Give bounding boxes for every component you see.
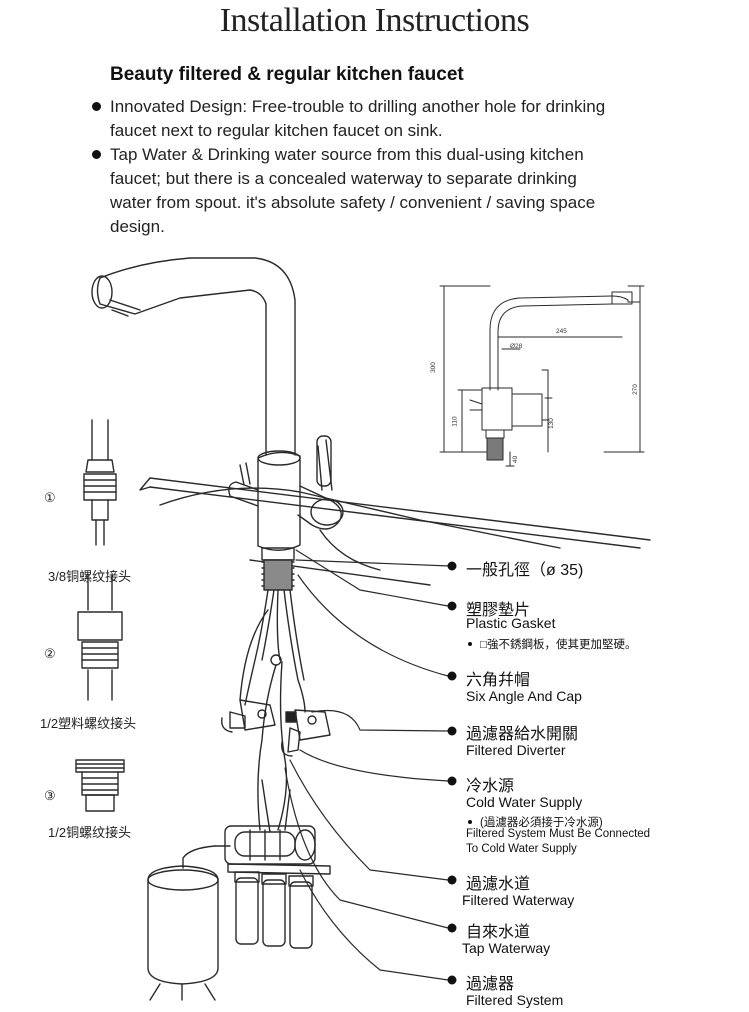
callout-cap-en: Six Angle And Cap xyxy=(466,688,582,704)
callout-filtered-waterway-en: Filtered Waterway xyxy=(462,892,575,908)
bullet-dot-1 xyxy=(92,102,101,111)
dim-40: 40 xyxy=(512,455,520,464)
bullet-2-line-3: water from spout. it's absolute safety /… xyxy=(110,193,596,212)
callout-cold-note-en-1: Filtered System Must Be Connected xyxy=(466,828,651,840)
callout-diverter-zh: 過濾器給水開關 xyxy=(466,726,579,743)
leader-lines xyxy=(284,549,451,981)
dim-270: 270 xyxy=(631,384,639,395)
callout-tap-waterway-en: Tap Waterway xyxy=(462,940,551,956)
fitting-1-number: ① xyxy=(44,490,56,505)
page-title: Installation Instructions xyxy=(219,2,530,39)
callout-gasket-en: Plastic Gasket xyxy=(466,615,556,631)
callout-filtered-waterway-zh: 過濾水道 xyxy=(466,876,531,893)
hoses xyxy=(239,589,306,831)
bullet-1-line-2: faucet next to regular kitchen faucet on… xyxy=(110,121,443,140)
bullet-2-line-2: faucet; but there is a concealed waterwa… xyxy=(110,169,577,188)
fitting-2-number: ② xyxy=(44,646,56,661)
gasket-note-dot xyxy=(468,642,472,646)
cold-note-dot xyxy=(468,820,472,824)
callout-cold-note-zh: (過濾器必須接于冷水源) xyxy=(480,817,603,829)
callout-gasket-zh: 塑膠墊片 xyxy=(466,602,531,619)
dim-110: 110 xyxy=(451,416,459,427)
fitting-1-label: 3/8铜螺纹接头 xyxy=(48,569,132,584)
bullet-1: Innovated Design: Free-trouble to drilli… xyxy=(110,95,630,143)
bullet-1-line-1: Innovated Design: Free-trouble to drilli… xyxy=(110,97,606,116)
dim-130: 130 xyxy=(547,418,555,429)
callout-system-en: Filtered System xyxy=(466,992,564,1008)
callout-cold-zh: 冷水源 xyxy=(466,778,515,795)
callout-dots xyxy=(447,561,457,985)
callout-gasket-note: □強不銹鋼板，使其更加堅硬。 xyxy=(480,639,637,651)
dim-300: 300 xyxy=(429,362,437,373)
fitting-3-label: 1/2铜螺纹接头 xyxy=(48,825,132,840)
callout-cold-note-en-2: To Cold Water Supply xyxy=(466,843,577,855)
callout-cap-zh: 六角幷帽 xyxy=(466,672,531,689)
section-subtitle: Beauty filtered & regular kitchen faucet xyxy=(110,64,464,85)
diverter-valves xyxy=(221,699,331,757)
dimension-drawing xyxy=(439,285,645,467)
faucet-body xyxy=(91,257,344,591)
callout-tap-waterway-zh: 自來水道 xyxy=(466,924,531,941)
callout-system-zh: 過濾器 xyxy=(466,976,515,993)
bullet-2-line-4: design. xyxy=(110,217,165,236)
dim-28: Ø28 xyxy=(510,343,523,350)
fitting-2-label: 1/2塑料螺纹接头 xyxy=(40,716,137,731)
dim-245: 245 xyxy=(556,328,567,335)
filter-system xyxy=(147,779,331,1001)
fitting-3-number: ③ xyxy=(44,788,56,803)
callout-diverter-en: Filtered Diverter xyxy=(466,742,566,758)
bullet-2: Tap Water & Drinking water source from t… xyxy=(110,143,630,239)
callout-hole-zh: 一般孔徑（ø 35) xyxy=(466,562,584,579)
bullet-dot-2 xyxy=(92,150,101,159)
bullet-2-line-1: Tap Water & Drinking water source from t… xyxy=(110,145,584,164)
callout-cold-en: Cold Water Supply xyxy=(466,794,583,810)
fitting-illustrations xyxy=(75,419,125,812)
